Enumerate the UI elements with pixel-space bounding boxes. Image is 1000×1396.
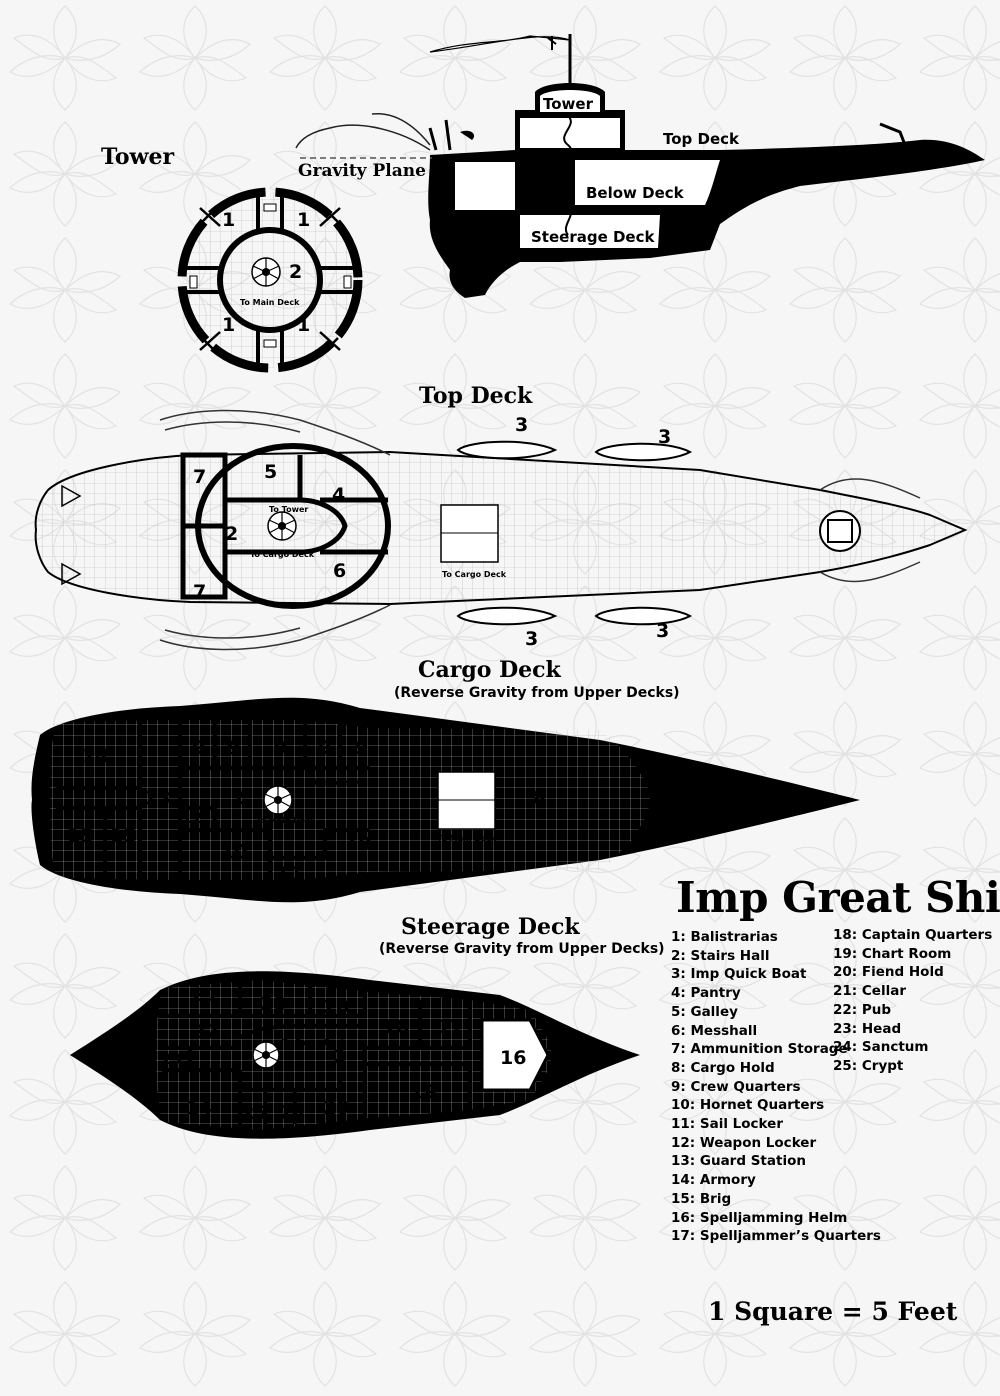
- legend-item: 14: Armory: [671, 1172, 756, 1189]
- top-deck-note-tower: To Tower: [269, 505, 308, 514]
- cargo-deck-room-8: 8: [533, 787, 546, 809]
- steerage-deck-room-19: 19: [410, 1081, 436, 1103]
- cargo-deck-plan: [31, 697, 861, 903]
- cargo-deck-room-10b: 10: [345, 833, 371, 855]
- cargo-deck-room-15b: 15: [110, 825, 136, 847]
- cargo-deck-note-main: To Main Deck: [256, 816, 316, 825]
- legend-item: 17: Spelljammer’s Quarters: [671, 1228, 881, 1245]
- steerage-deck-room-18: 18: [383, 1016, 409, 1038]
- steerage-deck-plan: [70, 971, 640, 1139]
- legend-item: 18: Captain Quarters: [833, 927, 993, 943]
- legend-item: 1: Balistrarias: [671, 929, 778, 945]
- legend-item: 7: Ammunition Storage: [671, 1041, 848, 1058]
- tower-room-1d: 1: [297, 314, 310, 336]
- cargo-deck-room-11: 11: [276, 863, 302, 885]
- steerage-deck-room-20c: 20: [323, 1097, 349, 1119]
- top-deck-room-7b: 7: [193, 581, 206, 603]
- steerage-deck-room-20a: 20: [260, 993, 286, 1015]
- cargo-deck-note-hatch: To Main Deck: [437, 834, 497, 843]
- cargo-deck-room-9e: 9: [355, 737, 368, 759]
- legend-right: 18: Captain Quarters 19: Chart Room 20: …: [833, 926, 992, 1076]
- top-deck-room-2: 2: [225, 523, 238, 545]
- legend-item: 21: Cellar: [833, 983, 906, 1000]
- legend-item: 4: Pantry: [671, 985, 741, 1002]
- cargo-deck-subtitle: (Reverse Gravity from Upper Decks): [394, 685, 680, 701]
- top-deck-room-4: 4: [332, 484, 345, 506]
- tower-room-1a: 1: [222, 209, 235, 231]
- steerage-deck-room-2: 2: [333, 1046, 346, 1068]
- tower-room-1b: 1: [297, 209, 310, 231]
- legend-left: 1: Balistrarias 2: Stairs Hall 3: Imp Qu…: [671, 928, 881, 1246]
- legend-item: 5: Galley: [671, 1003, 738, 1020]
- ship-profile: [295, 34, 985, 298]
- legend-item: 19: Chart Room: [833, 945, 952, 962]
- cargo-deck-room-9c: 9: [274, 737, 287, 759]
- tower-plan: [177, 187, 363, 373]
- cargo-deck-room-9a: 9: [192, 737, 205, 759]
- steerage-deck-room-23: 23: [162, 1052, 181, 1068]
- cargo-deck-note-steerage: To Steerage Deck: [295, 778, 374, 787]
- legend-item: 2: Stairs Hall: [671, 947, 770, 964]
- profile-top-deck-label: Top Deck: [663, 130, 740, 148]
- cargo-deck-room-9d: 9: [318, 737, 331, 759]
- cargo-deck-room-14: 14: [82, 745, 108, 767]
- cargo-deck-room-12: 12: [182, 809, 203, 827]
- top-deck-plan: [34, 409, 968, 651]
- cargo-deck-room-9b: 9: [227, 737, 240, 759]
- legend-item: 11: Sail Locker: [671, 1116, 783, 1133]
- legend-item: 12: Weapon Locker: [671, 1134, 817, 1151]
- tower-stair-note: To Main Deck: [240, 298, 300, 307]
- top-deck-note-hatch: To Cargo Deck: [442, 570, 507, 579]
- top-deck-room-5: 5: [264, 461, 277, 483]
- legend-item: 10: Hornet Quarters: [671, 1097, 825, 1114]
- map-title: Imp Great Ship: [676, 873, 1000, 922]
- top-deck-boat-3b: 3: [658, 426, 671, 448]
- legend-item: 25: Crypt: [833, 1057, 904, 1074]
- cargo-deck-title: Cargo Deck: [418, 657, 561, 683]
- legend-item: 6: Messhall: [671, 1022, 758, 1039]
- top-deck-boat-3c: 3: [525, 628, 538, 650]
- steerage-deck-subtitle: (Reverse Gravity from Upper Decks): [379, 941, 665, 957]
- profile-below-deck-label: Below Deck: [586, 184, 685, 202]
- profile-gravity-plane-label: Gravity Plane: [298, 161, 426, 181]
- top-deck-title: Top Deck: [419, 383, 533, 409]
- legend-item: 13: Guard Station: [671, 1153, 806, 1170]
- legend-item: 16: Spelljamming Helm: [671, 1209, 848, 1226]
- cargo-deck-room-2: 2: [232, 787, 245, 809]
- cargo-deck-room-15a: 15: [67, 825, 93, 847]
- top-deck-boat-3d: 3: [656, 620, 669, 642]
- steerage-deck-room-16: 16: [500, 1047, 526, 1069]
- profile-steerage-deck-label: Steerage Deck: [531, 228, 655, 246]
- legend-item: 23: Head: [833, 1020, 902, 1037]
- steerage-deck-room-25: 25: [241, 1102, 267, 1124]
- legend-item: 20: Fiend Hold: [833, 964, 944, 981]
- steerage-deck-room-20b: 20: [323, 996, 349, 1018]
- legend-item: 8: Cargo Hold: [671, 1059, 775, 1076]
- cargo-deck-room-13: 13: [144, 787, 170, 809]
- top-deck-room-6: 6: [333, 560, 346, 582]
- steerage-deck-room-17: 17: [437, 1016, 463, 1038]
- legend-item: 9: Crew Quarters: [671, 1078, 801, 1095]
- steerage-deck-note-cargo: To Cargo Deck: [282, 1038, 347, 1047]
- steerage-deck-room-22: 22: [192, 1021, 218, 1043]
- scale-note: 1 Square = 5 Feet: [708, 1297, 958, 1326]
- profile-tower-label: Tower: [543, 95, 594, 113]
- tower-room-1c: 1: [222, 314, 235, 336]
- steerage-deck-room-14: 14: [186, 1097, 212, 1119]
- legend-item: 3: Imp Quick Boat: [671, 966, 807, 983]
- tower-plan-title: Tower: [101, 144, 175, 170]
- steerage-deck-room-24: 24: [279, 1102, 305, 1124]
- steerage-deck-title: Steerage Deck: [401, 914, 580, 940]
- top-deck-boat-3a: 3: [515, 414, 528, 436]
- top-deck-note-cargo: To Cargo Deck: [250, 550, 315, 559]
- tower-room-2: 2: [289, 261, 302, 283]
- legend-item: 15: Brig: [671, 1190, 732, 1207]
- legend-item: 22: Pub: [833, 1001, 892, 1018]
- steerage-deck-room-21: 21: [192, 984, 218, 1006]
- top-deck-room-7a: 7: [193, 466, 206, 488]
- cargo-deck-room-10a: 10: [221, 841, 247, 863]
- legend-item: 24: Sanctum: [833, 1039, 929, 1056]
